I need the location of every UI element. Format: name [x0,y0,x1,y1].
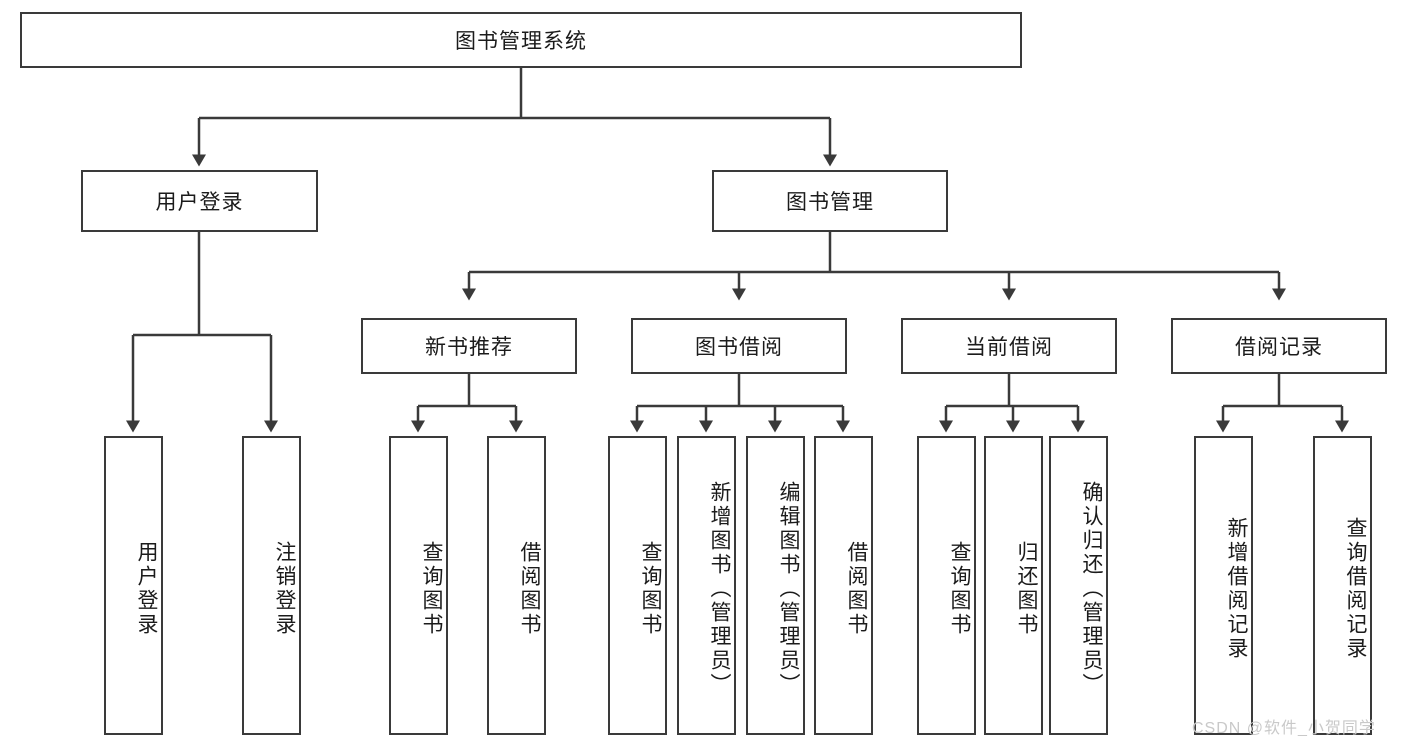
node-book-borrow[interactable]: 图书借阅 [631,318,847,374]
leaf-label: 确认归还（管理员） [1080,480,1103,697]
node-new-book-recommend-label: 新书推荐 [425,336,513,359]
node-book-borrow-label: 图书借阅 [695,336,783,359]
node-user-login[interactable]: 用户登录 [81,170,318,232]
leaf-label: 新增借阅记录 [1225,516,1248,661]
leaf-borrow-query-book[interactable]: 查询图书 [608,436,667,735]
node-current-borrow[interactable]: 当前借阅 [901,318,1117,374]
node-root-label: 图书管理系统 [455,30,587,53]
csdn-watermark: CSDN @软件_小贺同学 [1192,720,1376,737]
node-borrow-record-label: 借阅记录 [1235,336,1323,359]
leaf-label: 借阅图书 [845,540,868,637]
leaf-label: 查询图书 [948,540,971,637]
node-borrow-record[interactable]: 借阅记录 [1171,318,1387,374]
leaf-label: 注销登录 [273,540,296,637]
node-new-book-recommend[interactable]: 新书推荐 [361,318,577,374]
leaf-record-add-record[interactable]: 新增借阅记录 [1194,436,1253,735]
leaf-label: 借阅图书 [518,540,541,637]
leaf-label: 查询借阅记录 [1344,516,1367,661]
node-user-login-label: 用户登录 [155,191,244,214]
leaf-user-login-signin[interactable]: 用户登录 [104,436,163,735]
leaf-recommend-query-book[interactable]: 查询图书 [389,436,448,735]
node-current-borrow-label: 当前借阅 [965,336,1053,359]
leaf-record-query-record[interactable]: 查询借阅记录 [1313,436,1372,735]
leaf-current-confirm-return-admin[interactable]: 确认归还（管理员） [1049,436,1108,735]
node-root[interactable]: 图书管理系统 [20,12,1022,68]
leaf-recommend-borrow-book[interactable]: 借阅图书 [487,436,546,735]
leaf-label: 编辑图书（管理员） [777,480,800,697]
leaf-label: 查询图书 [639,540,662,637]
leaf-borrow-edit-book-admin[interactable]: 编辑图书（管理员） [746,436,805,735]
leaf-current-return-book[interactable]: 归还图书 [984,436,1043,735]
leaf-label: 新增图书（管理员） [708,480,731,697]
leaf-label: 查询图书 [420,540,443,637]
node-book-management[interactable]: 图书管理 [712,170,948,232]
leaf-current-query-book[interactable]: 查询图书 [917,436,976,735]
leaf-user-login-signout[interactable]: 注销登录 [242,436,301,735]
leaf-label: 归还图书 [1015,540,1038,637]
leaf-borrow-borrow-book[interactable]: 借阅图书 [814,436,873,735]
node-book-management-label: 图书管理 [786,191,874,214]
leaf-borrow-add-book-admin[interactable]: 新增图书（管理员） [677,436,736,735]
leaf-label: 用户登录 [135,540,158,637]
